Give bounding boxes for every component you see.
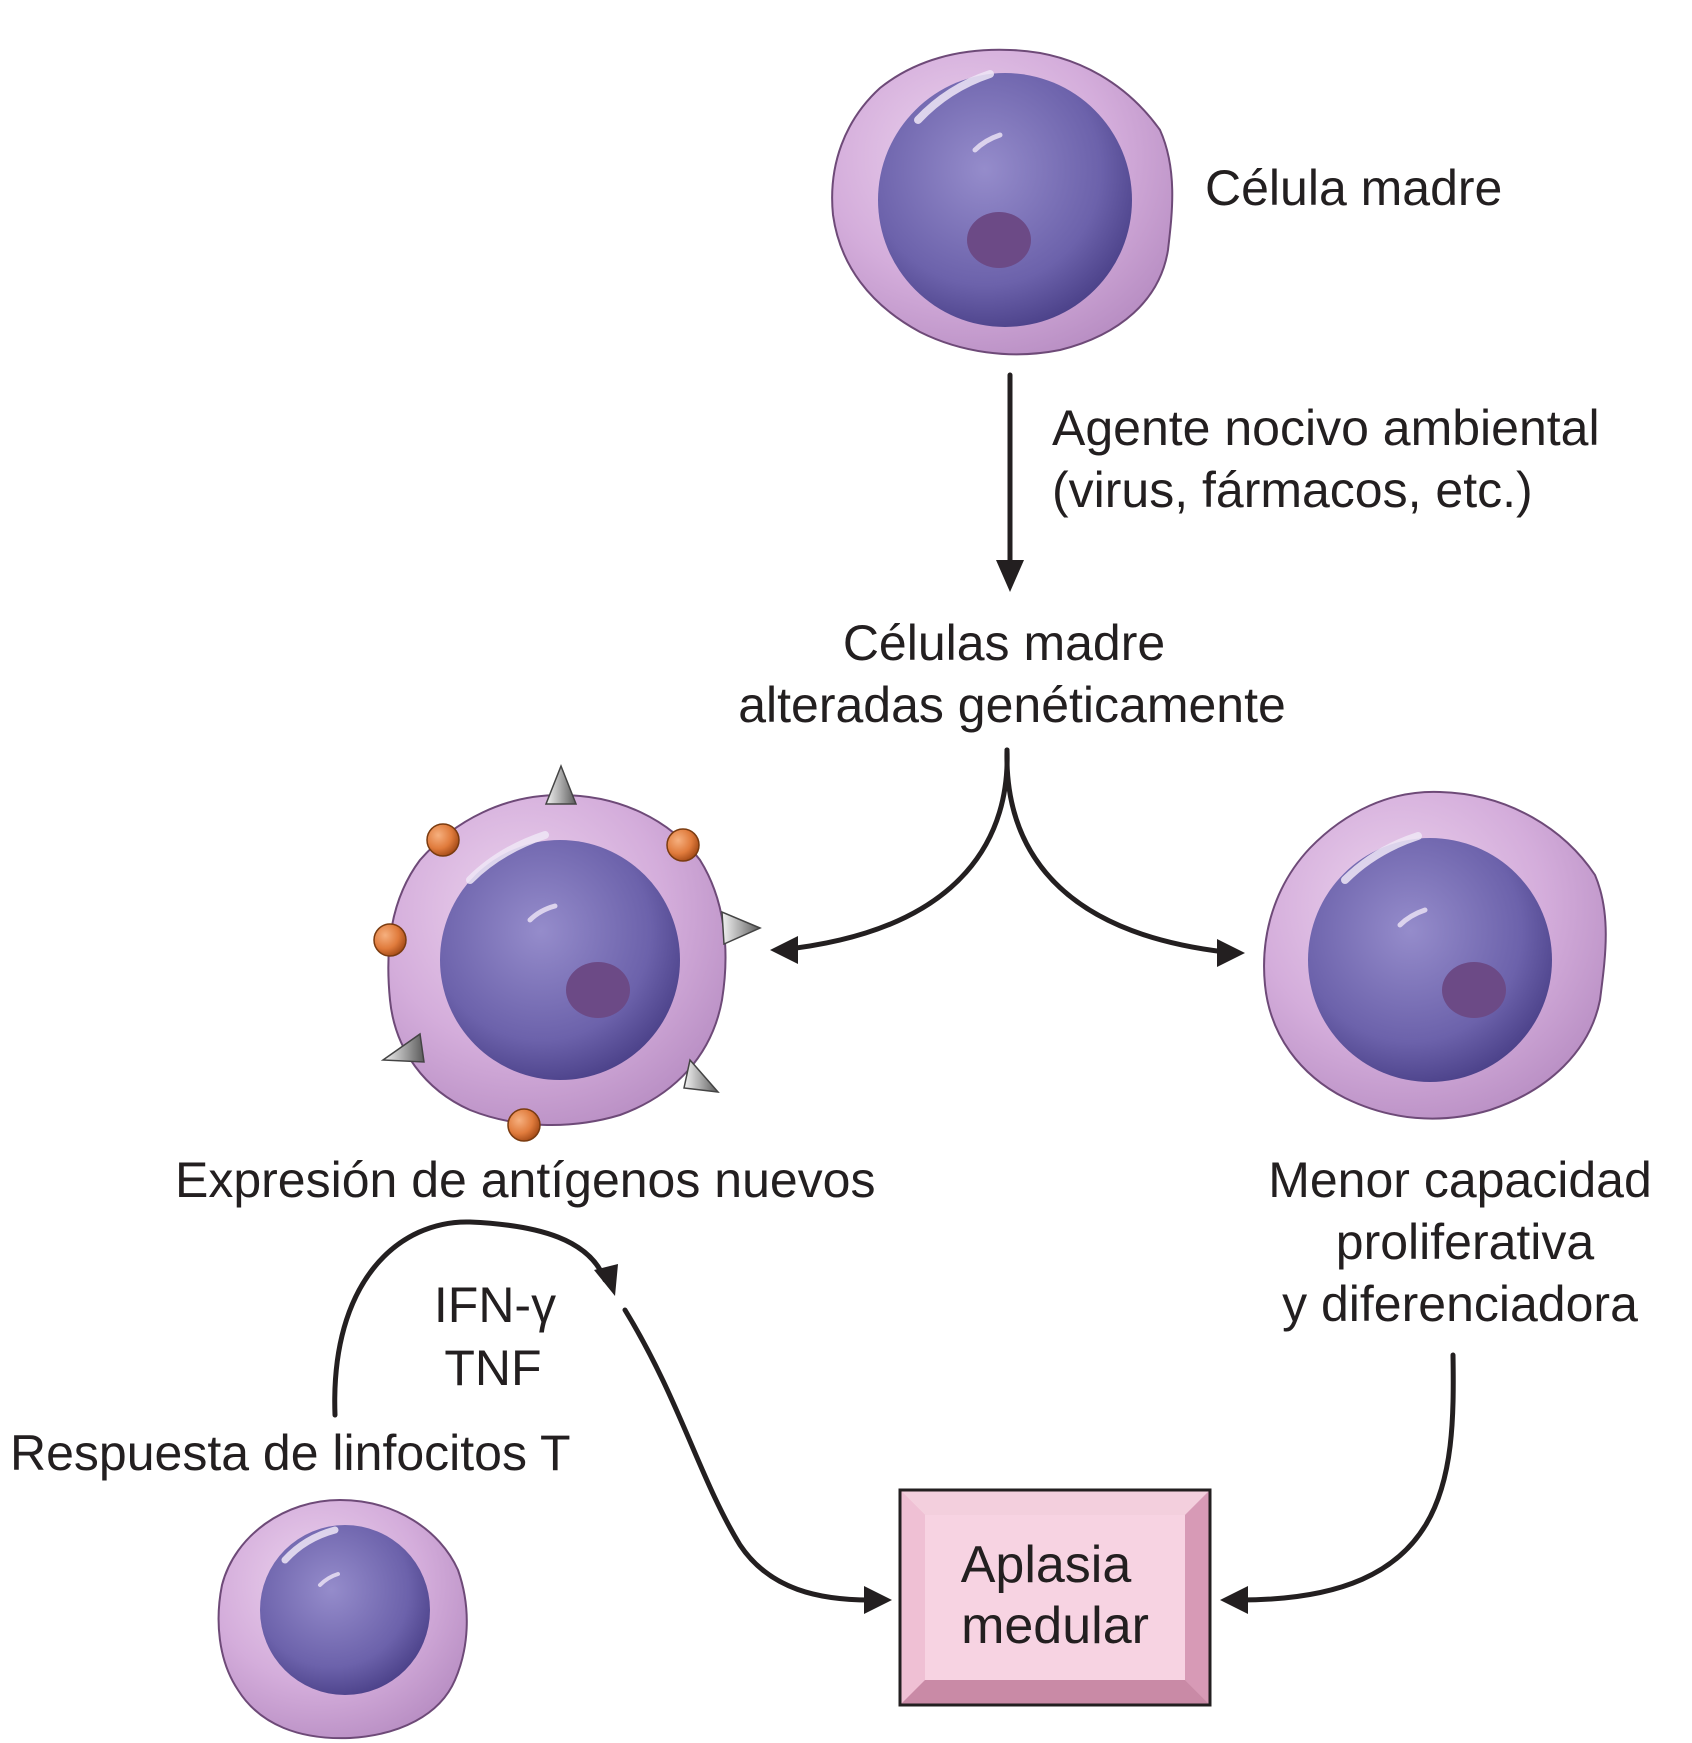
label-tcell-response: Respuesta de linfocitos T: [10, 1425, 571, 1481]
label-reduced-line1: Menor capacidad: [1268, 1152, 1652, 1208]
t-lymphocyte: [217, 1498, 468, 1740]
aplasia-box: [898, 1488, 1212, 1707]
arrow-cytokine-to-aplasia: [622, 1307, 892, 1614]
antigen-cell-nucleolus: [566, 962, 630, 1018]
label-reduced-line3: y diferenciadora: [1282, 1276, 1638, 1332]
label-cytokine-line1: IFN-γ: [434, 1277, 556, 1333]
antigen-spike-3: [380, 1032, 425, 1063]
arrow-agent: [996, 372, 1024, 592]
reduced-cell-nucleolus: [1442, 962, 1506, 1018]
antigen-cell-nucleus: [440, 840, 680, 1080]
arrow-branch-left: [770, 747, 1010, 964]
antigen-spike-4: [683, 1058, 720, 1093]
arrow-branch-right: [1004, 747, 1245, 967]
antigen-orange-1: [426, 823, 460, 857]
stem-cell: [831, 48, 1174, 356]
label-agent-line2: (virus, fármacos, etc.): [1052, 462, 1533, 518]
antigen-orange-3: [373, 923, 407, 957]
t-lymphocyte-nucleus: [260, 1525, 430, 1695]
antigen-orange-4: [507, 1108, 541, 1142]
label-stem-cell: Célula madre: [1205, 160, 1502, 216]
antigen-orange-2: [666, 828, 700, 862]
stem-cell-highlight: [914, 70, 994, 124]
antigen-spike-1: [544, 763, 578, 805]
label-aplasia-line2: medular: [961, 1597, 1149, 1655]
arrow-tcell-loop: [332, 1219, 618, 1418]
label-altered-line2: alteradas genéticamente: [738, 677, 1286, 733]
label-agent-line1: Agente nocivo ambiental: [1052, 400, 1600, 456]
stem-cell-nucleus: [878, 73, 1132, 327]
label-altered-line1: Células madre: [843, 615, 1165, 671]
label-new-antigens: Expresión de antígenos nuevos: [175, 1152, 876, 1208]
stem-cell-nucleolus: [967, 212, 1031, 268]
reduced-capacity-cell: [1263, 790, 1607, 1120]
label-reduced-line2: proliferativa: [1336, 1214, 1595, 1270]
label-cytokine-line2: TNF: [444, 1340, 541, 1396]
antigen-cell: [373, 763, 762, 1142]
reduced-cell-nucleus: [1308, 838, 1552, 1082]
arrow-reduced-to-aplasia: [1220, 1352, 1456, 1614]
label-aplasia-line1: Aplasia: [961, 1536, 1132, 1594]
antigen-spike-2: [721, 910, 762, 946]
